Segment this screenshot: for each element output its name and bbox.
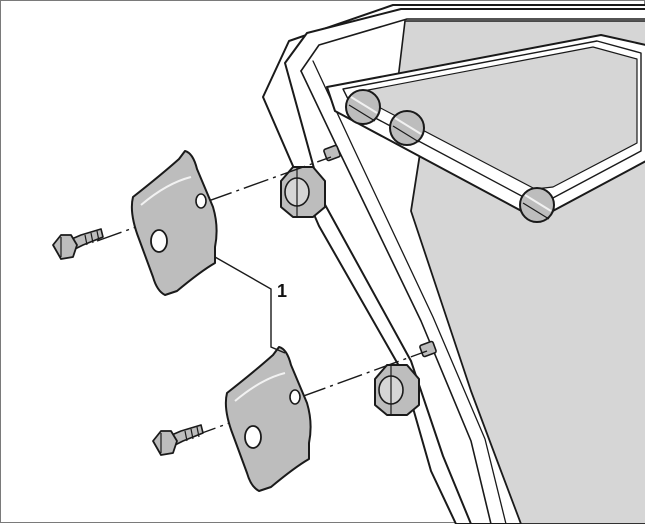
top-plate: [326, 34, 645, 216]
bracket-lower: [224, 346, 312, 492]
marker-3: [519, 187, 555, 223]
nut-lower: [374, 364, 420, 416]
housing-edge-line-2: [312, 60, 507, 524]
screw-upper: [52, 228, 104, 260]
housing-inner-lip: [300, 18, 645, 72]
housing-edge-line-1: [300, 70, 492, 524]
stud-upper: [323, 144, 341, 162]
callout-1: 1: [214, 256, 287, 354]
plate-markers: [345, 89, 555, 223]
marker-1: [345, 89, 381, 125]
callout-leader-line: [214, 256, 286, 354]
screw-lower: [152, 424, 204, 456]
marker-2: [389, 110, 425, 146]
nut-upper: [280, 166, 326, 218]
bracket-upper: [130, 150, 218, 296]
callout-label: 1: [277, 281, 287, 301]
